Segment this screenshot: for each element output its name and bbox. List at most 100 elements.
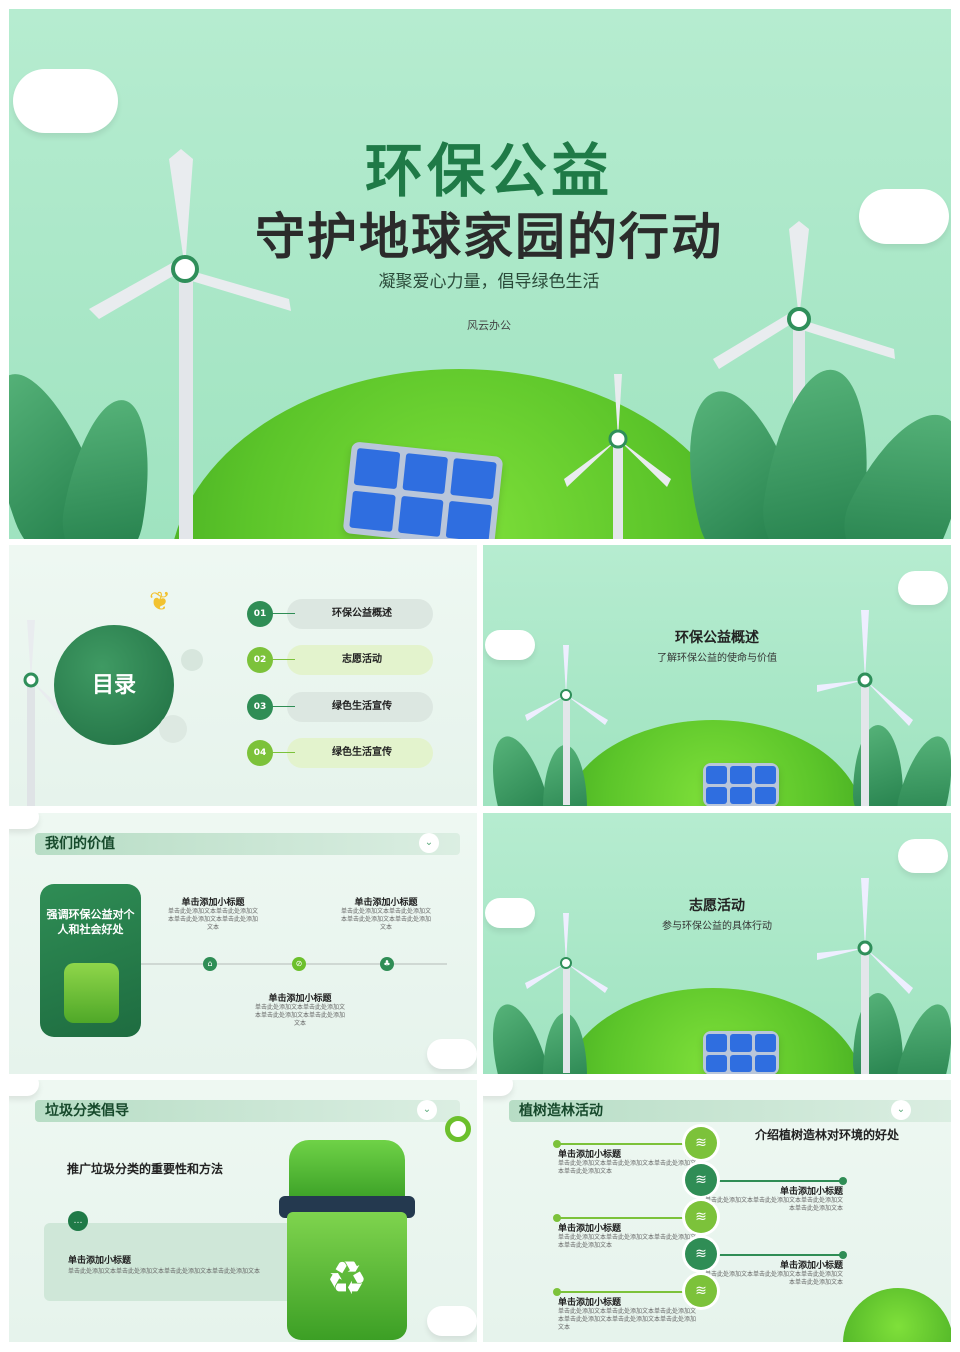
toc-item-pill (287, 738, 433, 768)
toc-item-label: 环保公益概述 (332, 608, 392, 619)
tree-item: 单击添加小标题单击此处添加文本单击此处添加文本单击此处添加文本单击此处添加文本 (701, 1184, 843, 1213)
chat-icon: … (68, 1211, 88, 1231)
tree-item-text: 单击此处添加文本单击此处添加文本单击此处添加文本单击此处添加文本 (558, 1160, 697, 1175)
tree-connector-dot (839, 1251, 847, 1259)
toc-circle (54, 625, 174, 745)
tree-item-text: 单击此处添加文本单击此处添加文本单击此处添加文本单击此处添加文本 (558, 1234, 697, 1249)
value-item-title: 单击添加小标题 (268, 994, 332, 1004)
ring-decor (445, 1116, 471, 1142)
tree-item-title: 单击添加小标题 (558, 1224, 622, 1234)
wifi-icon: ≋ (685, 1201, 717, 1233)
toc-slide[interactable]: 目录 ❦ 01 环保公益概述 02 志愿活动 03 绿色生活宣传 04 绿色生活宣传 (9, 545, 477, 806)
wifi-icon: ≋ (685, 1275, 717, 1307)
toc-item-connector (269, 752, 295, 753)
wind-turbine (525, 913, 608, 1073)
tree-connector-dot (553, 1140, 561, 1148)
value-item: 单击添加小标题 单击此处添加文本单击此处添加文本单击此处添加文本单击此处添加文本 (166, 895, 260, 932)
butterfly-icon: ❦ (149, 587, 171, 617)
cloud (427, 1306, 477, 1336)
tree-connector-dot (553, 1214, 561, 1222)
toc-item-label: 绿色生活宣传 (332, 701, 392, 712)
trees-bar-title: 植树造林活动 (519, 1103, 603, 1119)
cloud (9, 1080, 39, 1096)
toc-item-pill (287, 599, 433, 629)
section2-title: 志愿活动 (689, 898, 745, 914)
toc-item-number: 03 (247, 694, 273, 720)
timeline-node: ⌂ (203, 957, 217, 971)
toc-item-number: 04 (247, 740, 273, 766)
tree-item-text: 单击此处添加文本单击此处添加文本单击此处添加文本单击此处添加文本单击此处添加文本… (558, 1308, 697, 1331)
cloud (485, 898, 535, 928)
values-slide[interactable]: 我们的价值 ⌄ 强调环保公益对个人和社会好处 ⌂ ⊘ ♣ 单击添加小标题 单击此… (9, 813, 477, 1074)
wifi-icon: ≋ (685, 1238, 717, 1270)
garbage-box-title: 单击添加小标题 (68, 1256, 132, 1266)
solar-panel-illustration (342, 441, 504, 539)
garbage-bar: 垃圾分类倡导 (35, 1100, 460, 1122)
cover-slide[interactable]: 环保公益 守护地球家园的行动 凝聚爱心力量，倡导绿色生活 风云办公 (9, 9, 951, 539)
toc-item-connector (269, 659, 295, 660)
decor-circle (159, 715, 187, 743)
tree-item-title: 单击添加小标题 (779, 1261, 843, 1271)
shopping-bag-icon (64, 963, 119, 1023)
cloud (483, 1080, 513, 1096)
value-item-text: 单击此处添加文本单击此处添加文本单击此处添加文本单击此处添加文本 (254, 1004, 345, 1027)
cover-subtitle: 凝聚爱心力量，倡导绿色生活 (378, 272, 600, 292)
toc-heading: 目录 (91, 673, 136, 698)
section2-subtitle: 参与环保公益的具体行动 (662, 921, 772, 932)
decor-circle (181, 649, 203, 671)
wind-turbine-small (564, 374, 671, 539)
toc-item-number: 02 (247, 647, 273, 673)
timeline-node: ♣ (380, 957, 394, 971)
wifi-icon: ≋ (685, 1164, 717, 1196)
cloud (898, 571, 948, 605)
cloud (859, 189, 949, 244)
cover-author: 风云办公 (467, 319, 511, 332)
toc-item-connector (269, 613, 295, 614)
tree-item: 单击添加小标题单击此处添加文本单击此处添加文本单击此处添加文本单击此处添加文本 (558, 1221, 698, 1250)
tree-connector-line (701, 1254, 843, 1256)
chevron-down-icon: ⌄ (419, 833, 439, 853)
tree-item-title: 单击添加小标题 (558, 1298, 622, 1308)
section2-slide[interactable]: 志愿活动 参与环保公益的具体行动 (483, 813, 951, 1074)
toc-item-number: 01 (247, 601, 273, 627)
values-bar: 我们的价值 (35, 833, 460, 855)
trees-bar: 植树造林活动 (509, 1100, 951, 1122)
value-item: 单击添加小标题 单击此处添加文本单击此处添加文本单击此处添加文本单击此处添加文本 (253, 991, 347, 1028)
tree-connector-line (555, 1217, 693, 1219)
wind-turbine (817, 610, 913, 806)
section1-slide[interactable]: 环保公益概述 了解环保公益的使命与价值 (483, 545, 951, 806)
cover-title-line2: 守护地球家园的行动 (255, 208, 723, 266)
garbage-box-text: 单击此处添加文本单击此处添加文本单击此处添加文本单击此处添加文本 (68, 1268, 261, 1275)
toc-item-label: 志愿活动 (342, 654, 382, 665)
tree-item-title: 单击添加小标题 (558, 1150, 622, 1160)
tree-item-text: 单击此处添加文本单击此处添加文本单击此处添加文本单击此处添加文本 (704, 1197, 843, 1212)
trees-slide[interactable]: 植树造林活动 ⌄ 介绍植树造林对环境的好处 ≋单击添加小标题单击此处添加文本单击… (483, 1080, 951, 1342)
cloud (13, 69, 118, 133)
tree-item-text: 单击此处添加文本单击此处添加文本单击此处添加文本单击此处添加文本 (704, 1271, 843, 1286)
toc-item[interactable]: 04 绿色生活宣传 (247, 738, 433, 768)
wind-turbine (23, 620, 64, 806)
timeline-node: ⊘ (292, 957, 306, 971)
garbage-slide[interactable]: 垃圾分类倡导 ⌄ 推广垃圾分类的重要性和方法 … 单击添加小标题 单击此处添加文… (9, 1080, 477, 1342)
garbage-heading: 推广垃圾分类的重要性和方法 (67, 1162, 224, 1176)
cloud (427, 1039, 477, 1069)
garbage-bar-title: 垃圾分类倡导 (45, 1103, 129, 1119)
cover-title-line1: 环保公益 (364, 137, 613, 205)
toc-item-pill (287, 692, 433, 722)
solar-panel-illustration (703, 1031, 779, 1074)
section1-title: 环保公益概述 (675, 630, 759, 646)
cloud (898, 839, 948, 873)
value-item: 单击添加小标题 单击此处添加文本单击此处添加文本单击此处添加文本单击此处添加文本 (339, 895, 433, 932)
earth-corner-illustration (843, 1288, 951, 1342)
toc-item-connector (269, 706, 295, 707)
wind-turbine (525, 645, 608, 805)
trees-heading: 介绍植树造林对环境的好处 (755, 1128, 900, 1142)
value-item-title: 单击添加小标题 (181, 898, 245, 908)
toc-item[interactable]: 01 环保公益概述 (247, 599, 433, 629)
tree-connector-line (555, 1143, 693, 1145)
toc-item-label: 绿色生活宣传 (332, 747, 392, 758)
value-item-title: 单击添加小标题 (354, 898, 418, 908)
value-item-text: 单击此处添加文本单击此处添加文本单击此处添加文本单击此处添加文本 (340, 908, 431, 931)
toc-item[interactable]: 03 绿色生活宣传 (247, 692, 433, 722)
toc-item[interactable]: 02 志愿活动 (247, 645, 433, 675)
